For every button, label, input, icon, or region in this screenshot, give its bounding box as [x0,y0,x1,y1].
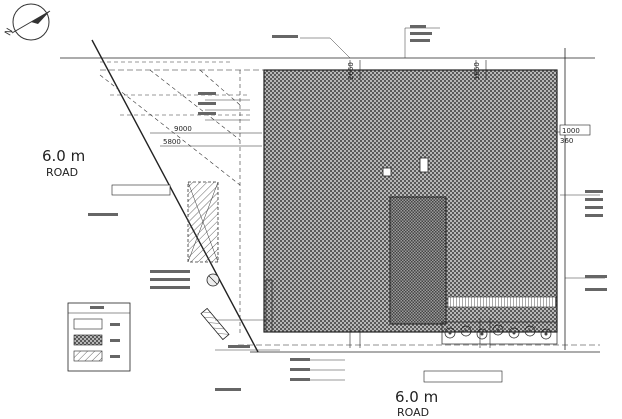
legend-swatch-3 [73,350,103,362]
west-road-label: ROAD [46,166,78,179]
label-box-landscape [423,370,503,383]
building-annex [389,196,447,325]
dimension-1000: 1000 [562,127,580,135]
manhole-icon [206,273,220,287]
small-wall [265,279,273,333]
legend-swatch-1 [73,318,103,330]
dimension-1660: 1660 [473,62,481,80]
label-box-area [111,184,171,196]
label-box-width [559,124,591,136]
dimension-2660: 2660 [347,62,355,80]
north-label: N [4,27,16,38]
dimension-5800: 5800 [163,138,181,146]
north-arrow-icon: N [4,3,51,41]
setback-lines [99,61,250,335]
landscape-row [441,321,558,345]
opening-2 [419,157,429,173]
opening-1 [382,167,392,177]
annotation-marks [88,25,607,391]
tree-icons [448,328,548,336]
dimension-9000: 9000 [174,125,192,133]
legend-swatch-2 [73,334,103,346]
south-road-label: ROAD [397,406,429,419]
south-road-width: 6.0 m [395,388,438,406]
west-road-width: 6.0 m [42,147,85,165]
drain-pipe [200,307,230,341]
bottom-strip [447,296,557,308]
dimension-lines [150,60,580,348]
legend [67,302,131,372]
dimension-360: 360 [560,137,573,145]
property-boundary [60,39,600,353]
